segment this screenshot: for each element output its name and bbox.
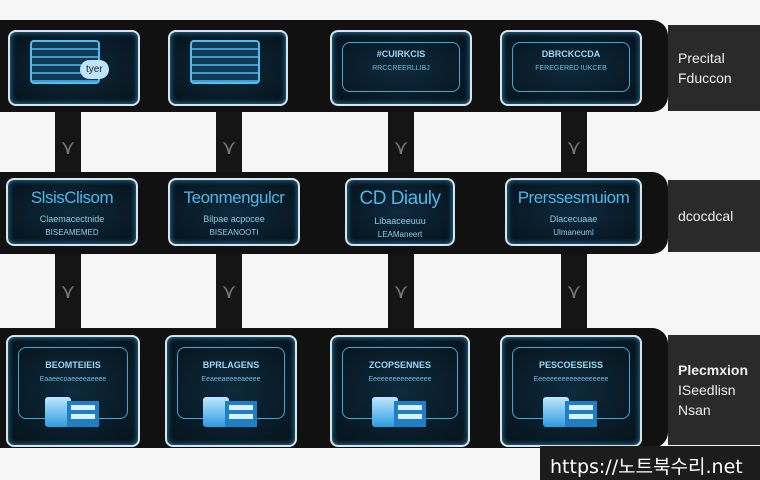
box-title: Prerssesmuiom — [517, 188, 630, 207]
stage-box — [168, 30, 288, 106]
box-title: DBRCKCCDA — [541, 49, 601, 59]
stage-box: PESCOESEISS Eeeeeeeeeeeeeeeeeee — [500, 335, 642, 447]
box-title: CD Diauly — [359, 188, 441, 209]
row-label-3: Plecmxion ISeedlisn Nsan — [668, 335, 760, 445]
stage-box: ZCOPSENNES Eeeeeeeeeeeeeeee — [330, 335, 470, 447]
box-line: Claemacectnide — [39, 214, 105, 224]
row-label-line: Plecmxion — [678, 362, 749, 378]
box-title: PESCOESEISS — [538, 360, 604, 370]
box-title: BEOMTEIEIS — [45, 360, 101, 370]
box-line: Eeeeeeeeeeeeeeeeeee — [533, 376, 609, 383]
stage-box: BEOMTEIEIS Eaaeecoaeeeeaeeee — [6, 335, 140, 447]
arrow-down-icon: ⋎ — [221, 281, 237, 303]
document-icon — [45, 397, 101, 429]
box-line: Libaaceeuuu — [374, 216, 426, 226]
panel-icon: DBRCKCCDA FEREGERED IUKCEB — [512, 42, 630, 92]
box-label: tyer — [80, 60, 109, 79]
box-title: Teonmengulcr — [183, 188, 285, 207]
arrow-down-icon: ⋎ — [60, 137, 76, 159]
row-label-line: Nsan — [678, 402, 711, 418]
stage-box: DBRCKCCDA FEREGERED IUKCEB — [500, 30, 642, 106]
panel-icon: #CUIRKCIS RRCCREERLLIBJ — [342, 42, 460, 92]
row-label-line: ISeedlisn — [678, 382, 736, 398]
row-label-1: Precital Fduccon — [668, 25, 760, 111]
stage-box: CD Diauly Libaaceeuuu LEAManeert — [345, 178, 455, 246]
stage-box: tyer — [8, 30, 140, 106]
stage-box: BPRLAGENS Eeaeeaeeeeaeeee — [165, 335, 297, 447]
box-line: RRCCREERLLIBJ — [372, 65, 430, 72]
box-line: BISEAMEMED — [45, 228, 99, 237]
document-icon — [372, 397, 428, 429]
arrow-down-icon: ⋎ — [60, 281, 76, 303]
box-line: Dlacecuaae — [549, 214, 598, 224]
box-line: Ulmaneuml — [553, 228, 594, 237]
box-line: Bilpae acpocee — [203, 214, 265, 224]
stage-box: #CUIRKCIS RRCCREERLLIBJ — [330, 30, 472, 106]
box-line: Eaaeecoaeeeeaeeee — [39, 376, 107, 383]
arrow-down-icon: ⋎ — [393, 281, 409, 303]
stage-box: Teonmengulcr Bilpae acpocee BISEANOOTI — [168, 178, 300, 246]
box-title: SlsisClisom — [30, 188, 114, 207]
box-line: FEREGERED IUKCEB — [535, 65, 607, 72]
document-icon — [203, 397, 259, 429]
row-label-line: Fduccon — [678, 70, 732, 86]
row-label-line: Precital — [678, 50, 725, 66]
arrow-down-icon: ⋎ — [566, 137, 582, 159]
arrow-down-icon: ⋎ — [393, 137, 409, 159]
document-icon — [543, 397, 599, 429]
watermark: https://노트북수리.net — [540, 446, 760, 480]
box-line: Eeaeeaeeeeaeeee — [201, 376, 261, 383]
arrow-down-icon: ⋎ — [566, 281, 582, 303]
box-line: LEAManeert — [377, 230, 423, 239]
box-title: ZCOPSENNES — [368, 360, 431, 370]
stage-box: SlsisClisom Claemacectnide BISEAMEMED — [6, 178, 138, 246]
stage-box: Prerssesmuiom Dlacecuaae Ulmaneuml — [505, 178, 642, 246]
box-line: BISEANOOTI — [209, 228, 259, 237]
box-title: #CUIRKCIS — [376, 49, 426, 59]
arrow-down-icon: ⋎ — [221, 137, 237, 159]
server-rack-icon — [190, 40, 260, 84]
box-line: Eeeeeeeeeeeeeeee — [368, 376, 432, 383]
row-label-2: dcocdcal — [668, 180, 760, 252]
box-title: BPRLAGENS — [202, 360, 260, 370]
row-label-line: dcocdcal — [678, 208, 734, 224]
